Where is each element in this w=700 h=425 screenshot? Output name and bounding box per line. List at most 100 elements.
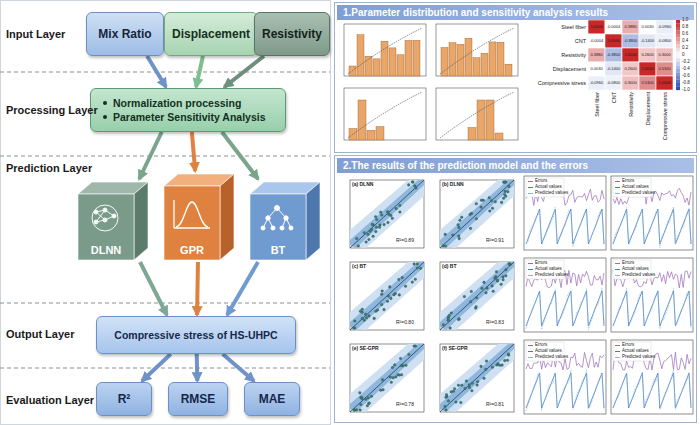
- colorbar-tick: -0.6: [682, 74, 690, 79]
- flow-arrow: [192, 132, 195, 171]
- data-point: [447, 400, 450, 403]
- heatmap-cell: [656, 62, 673, 76]
- heatmap-row-label: Compressive stress: [526, 80, 586, 86]
- data-point: [460, 216, 463, 219]
- r2-value: R²=0.80: [396, 320, 414, 326]
- heatmap-value: 0.0030: [639, 25, 656, 29]
- r2-value: R²=0.78: [396, 402, 414, 408]
- actual-line: [526, 291, 604, 326]
- prediction-band: [350, 344, 424, 412]
- text-row: R²: [118, 392, 131, 406]
- histogram-bar: [373, 59, 380, 76]
- data-point: [505, 269, 508, 272]
- heatmap-cell: [588, 48, 605, 62]
- heatmap-value: -0.0800: [605, 81, 622, 85]
- heatmap-value: -0.0800: [656, 39, 673, 43]
- data-point: [496, 279, 499, 282]
- histogram-bar: [358, 100, 366, 140]
- data-point: [483, 377, 486, 380]
- data-point: [475, 297, 478, 300]
- heatmap-row-label: CNT: [526, 38, 586, 44]
- colorbar-step: [676, 55, 680, 59]
- data-point: [371, 223, 374, 226]
- data-point: [508, 263, 511, 266]
- data-point: [395, 376, 398, 379]
- predicted-line: [526, 370, 604, 411]
- data-point: [503, 193, 506, 196]
- legend-text: Actual values: [535, 349, 562, 354]
- legend-text: Actual values: [535, 185, 562, 190]
- legend-text: Errors: [535, 179, 547, 184]
- data-point: [455, 401, 458, 404]
- heatmap-cell: [656, 34, 673, 48]
- process-box: RMSE: [168, 382, 228, 416]
- heatmap-cell: [622, 48, 639, 62]
- data-point: [359, 409, 362, 412]
- heatmap-cell: [605, 62, 622, 76]
- scatter-frame: [350, 344, 424, 412]
- data-point: [464, 387, 467, 390]
- data-point: [471, 382, 474, 385]
- process-box: Displacement: [164, 12, 258, 56]
- data-point: [505, 275, 508, 278]
- result-panel: 2.The results of the prediction model an…: [334, 155, 697, 423]
- data-point: [449, 327, 452, 330]
- node-text: Resistivity: [262, 27, 322, 41]
- data-point: [379, 389, 382, 392]
- heatmap-value: 1.0000: [588, 25, 605, 29]
- legend-line: [528, 181, 533, 182]
- layer-divider: [0, 72, 330, 73]
- histogram-frame: [344, 88, 426, 140]
- histogram-frame: [436, 88, 518, 140]
- confidence-band: [350, 344, 424, 412]
- flow-arrow: [139, 132, 162, 179]
- data-point: [500, 201, 503, 204]
- data-point: [399, 204, 402, 207]
- data-point: [502, 276, 505, 279]
- data-point: [458, 237, 461, 240]
- node-text: RMSE: [181, 392, 216, 406]
- heatmap-value: -0.0960: [656, 25, 673, 29]
- actual-line: [526, 209, 604, 244]
- colorbar-tick: 0.4: [682, 39, 688, 44]
- data-point: [480, 365, 483, 368]
- data-point: [507, 353, 510, 356]
- colorbar-step: [676, 31, 680, 35]
- fit-line: [350, 180, 424, 248]
- r2-value: R²=0.91: [486, 238, 504, 244]
- data-point: [453, 388, 456, 391]
- heatmap-value: 1.0000: [605, 39, 622, 43]
- data-point: [361, 317, 364, 320]
- histogram-bar: [477, 100, 485, 140]
- histogram-bar: [465, 38, 472, 76]
- data-point: [372, 235, 375, 238]
- confidence-band: [440, 344, 514, 412]
- heatmap-cell: [605, 76, 622, 90]
- data-point: [457, 318, 460, 321]
- data-point: [405, 364, 408, 367]
- data-point: [363, 319, 366, 322]
- cumulative-line: [440, 28, 514, 74]
- node-text: Mix Ratio: [98, 27, 151, 41]
- data-point: [365, 398, 368, 401]
- scatter-frame: [440, 262, 514, 330]
- flow-arrow: [147, 56, 166, 87]
- data-point: [353, 409, 356, 412]
- data-point: [475, 202, 478, 205]
- data-point: [502, 279, 505, 282]
- heatmap-value: 0.2600: [639, 53, 656, 57]
- heatmap-cell: [605, 34, 622, 48]
- predicted-line: [526, 207, 604, 247]
- data-point: [413, 263, 416, 266]
- legend-line: [615, 193, 620, 194]
- node-text: MAE: [259, 392, 286, 406]
- model-tag: (b) DLNN: [442, 182, 464, 188]
- data-point: [357, 245, 360, 248]
- data-point: [413, 345, 416, 348]
- data-point: [419, 267, 422, 270]
- data-point: [382, 388, 385, 391]
- model-cube: GPR: [162, 172, 236, 262]
- text-row: Resistivity: [262, 27, 322, 41]
- data-point: [365, 241, 368, 244]
- heatmap-row-label: Displacement: [526, 66, 586, 72]
